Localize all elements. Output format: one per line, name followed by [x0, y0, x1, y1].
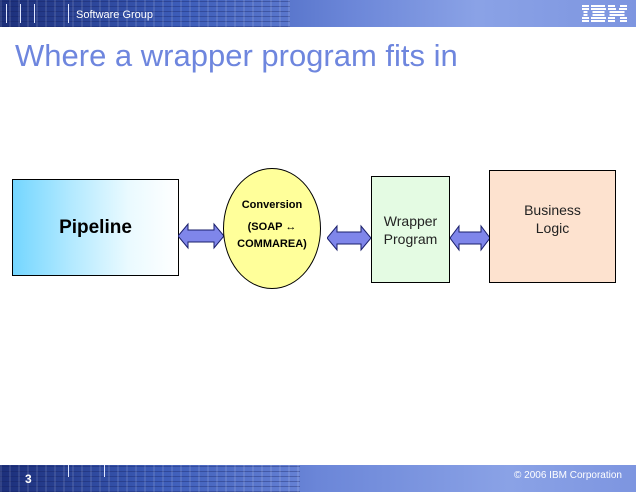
slide-title: Where a wrapper program fits in [15, 38, 458, 73]
header-divider [6, 4, 7, 23]
pipeline-box: Pipeline [12, 179, 179, 276]
conversion-label: Conversion [241, 199, 303, 211]
double-arrow-icon [178, 222, 224, 250]
footer-divider [68, 465, 69, 477]
wrapper-program-box: Wrapper Program [371, 176, 450, 283]
header-band: Software Group [0, 0, 636, 27]
program-label: Program [383, 230, 438, 247]
page-number: 3 [25, 472, 32, 486]
logic-label: Logic [535, 219, 570, 236]
footer-divider [104, 465, 105, 477]
ibm-logo-icon [582, 5, 627, 22]
double-arrow-icon [327, 224, 371, 252]
double-arrow-icon [450, 224, 490, 252]
copyright-text: © 2006 IBM Corporation [514, 470, 622, 481]
wrapper-label: Wrapper [383, 212, 438, 229]
conversion-ellipse: Conversion (SOAP ↔ COMMAREA) [223, 168, 321, 289]
business-logic-box: Business Logic [489, 170, 616, 283]
soap-label: (SOAP ↔ [247, 221, 297, 233]
commarea-label: COMMAREA) [237, 238, 307, 250]
header-divider [20, 4, 21, 23]
business-label: Business [524, 201, 581, 218]
footer-texture [0, 465, 300, 492]
header-divider [68, 4, 69, 23]
pipeline-label: Pipeline [59, 216, 132, 238]
footer-band [0, 465, 636, 492]
header-texture [0, 0, 290, 27]
software-group-label: Software Group [76, 9, 154, 21]
header-divider [34, 4, 35, 23]
